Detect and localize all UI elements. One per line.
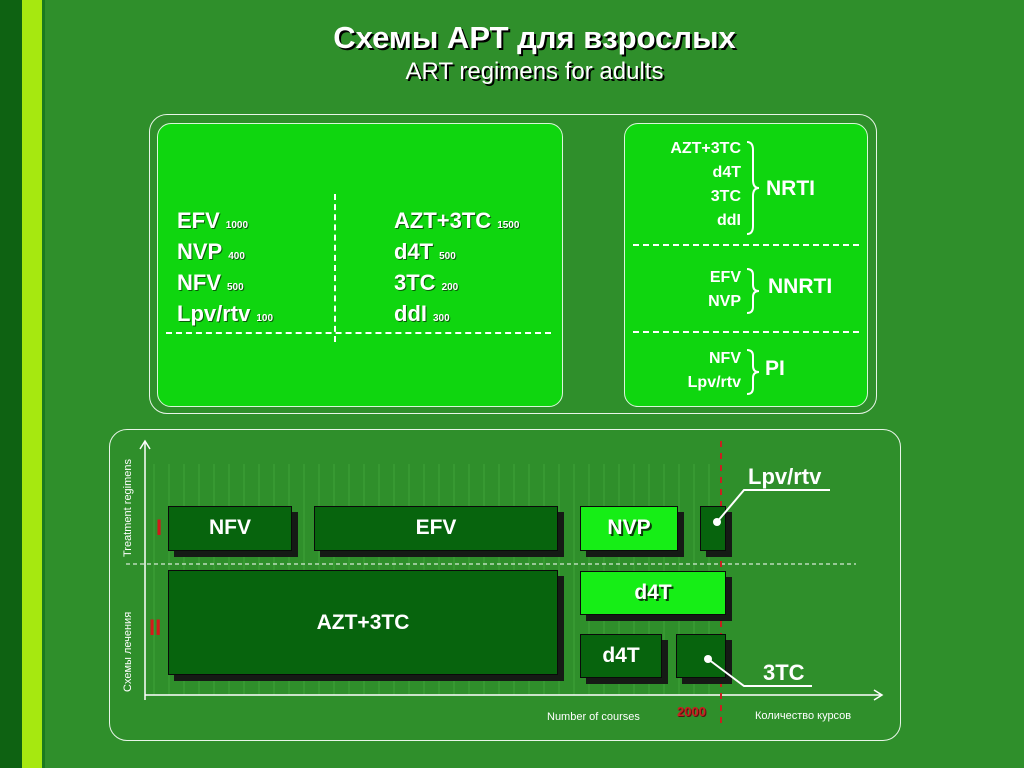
callout-lpv-rtv: Lpv/rtv	[748, 464, 822, 489]
row-marker-2: II	[149, 615, 162, 640]
left-stripe-thin	[42, 0, 45, 768]
slide-title: Схемы АРТ для взрослых	[333, 20, 736, 55]
bar-nvp: NVP	[580, 506, 678, 551]
top-frame	[149, 114, 877, 414]
bar-efv: EFV	[314, 506, 558, 551]
bar-lpv-rtv	[700, 506, 726, 551]
callout-3tc: 3TC	[763, 660, 805, 685]
nrti-drug-ddi: ddI	[717, 212, 741, 229]
callout-lpv-dot	[713, 518, 721, 526]
callout-lpv-line	[716, 489, 830, 523]
callout-3tc-line	[707, 658, 812, 687]
class-divider-2	[633, 331, 859, 333]
nnrti-drug-efv: EFV	[709, 269, 741, 286]
nnrti-brace-icon	[746, 268, 760, 314]
nnrti-label: NNRTI	[768, 275, 833, 298]
class-divider-1	[633, 244, 859, 246]
slide-subtitle: ART regimens for adults	[405, 58, 664, 85]
nrti-brace-icon	[746, 141, 760, 235]
pi-brace-icon	[746, 349, 760, 395]
nrti-drug-d4t: d4T	[712, 164, 741, 181]
x-axis-label-ru: Количество курсов	[755, 710, 852, 722]
drug-class-panel: AZT+3TC d4T 3TC ddI NRTI EFV NVP NNRTI N…	[624, 123, 868, 407]
bar-d4t-dark: d4T	[580, 634, 662, 678]
panel-vertical-divider	[334, 194, 336, 342]
left-stripe-light	[22, 0, 42, 768]
timeline-frame	[109, 429, 901, 741]
nrti-drug-azt-3tc: AZT+3TC	[670, 140, 741, 157]
bar-azt-3tc: AZT+3TC	[168, 570, 558, 675]
bar-3tc	[676, 634, 726, 678]
callout-3tc-dot	[704, 655, 712, 663]
pi-drug-lpv-rtv: Lpv/rtv	[687, 374, 741, 391]
bar-d4t-bright: d4T	[580, 571, 726, 615]
year-label: 2000	[677, 704, 706, 719]
bar-nfv: NFV	[168, 506, 292, 551]
left-stripe-dark	[0, 0, 22, 768]
pi-drug-nfv: NFV	[709, 350, 741, 367]
nrti-label: NRTI	[766, 177, 815, 200]
nrti-drug-3tc: 3TC	[710, 188, 741, 205]
x-axis-label-en: Number of courses	[547, 711, 640, 723]
row-marker-1: I	[156, 515, 163, 540]
nnrti-drug-nvp: NVP	[708, 293, 741, 310]
timeline-axes	[139, 439, 884, 701]
panel-horizontal-divider	[166, 332, 551, 334]
pi-label: PI	[765, 357, 785, 380]
